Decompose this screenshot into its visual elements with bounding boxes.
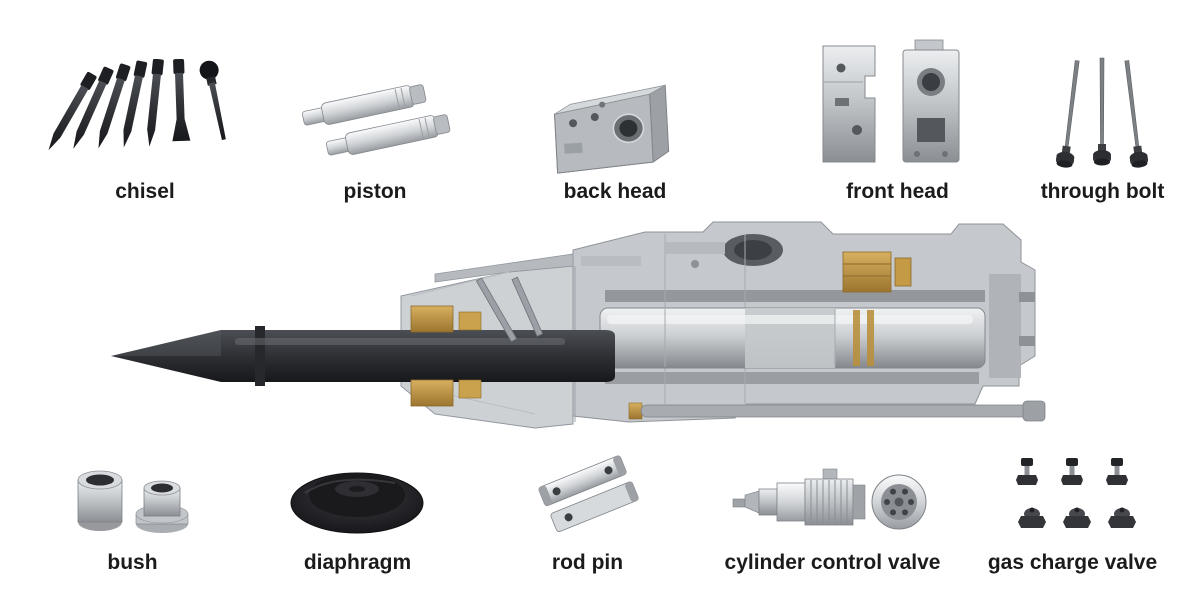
part-label-diaphragm: diaphragm (303, 551, 412, 574)
part-figure-diaphragm: diaphragm (275, 443, 440, 575)
gas-charge-valve-set-image (1016, 458, 1136, 528)
piston-pair-image (301, 84, 451, 156)
chisel-set-image (48, 59, 226, 151)
part-figure-front-head: front head (805, 32, 990, 204)
part-figure-gas-charge-valve: gas charge valve (975, 443, 1170, 575)
part-figure-chisel: chisel (40, 32, 250, 204)
cylinder-control-valve-image (732, 468, 927, 530)
part-label-rod-pin: rod pin (551, 551, 624, 574)
part-label-back-head: back head (563, 180, 667, 203)
part-label-bush: bush (107, 551, 158, 574)
part-figure-bush: bush (50, 443, 215, 575)
part-label-front-head: front head (846, 180, 949, 203)
part-figure-back-head: back head (525, 32, 705, 204)
part-figure-piston: piston (285, 32, 465, 204)
diaphragm-dome-image (290, 472, 424, 534)
breaker-cutaway-container (105, 208, 1055, 446)
through-bolt-rods-image (1055, 57, 1149, 168)
bush-cylinders-image (77, 470, 189, 533)
part-figure-through-bolt: through bolt (1025, 32, 1180, 204)
part-label-piston: piston (343, 180, 407, 203)
part-figure-rod-pin: rod pin (510, 443, 665, 575)
front-head-blocks-image (822, 39, 960, 163)
back-head-block-image (554, 84, 670, 174)
rod-pin-bars-image (538, 455, 639, 533)
part-figure-cylinder-control-valve: cylinder control valve (715, 443, 950, 575)
breaker-cutaway-image (111, 221, 1046, 429)
part-label-gas-charge-valve: gas charge valve (987, 551, 1158, 574)
part-label-through-bolt: through bolt (1040, 180, 1165, 203)
part-label-chisel: chisel (115, 180, 175, 203)
part-label-cylinder-control-valve: cylinder control valve (724, 551, 941, 574)
